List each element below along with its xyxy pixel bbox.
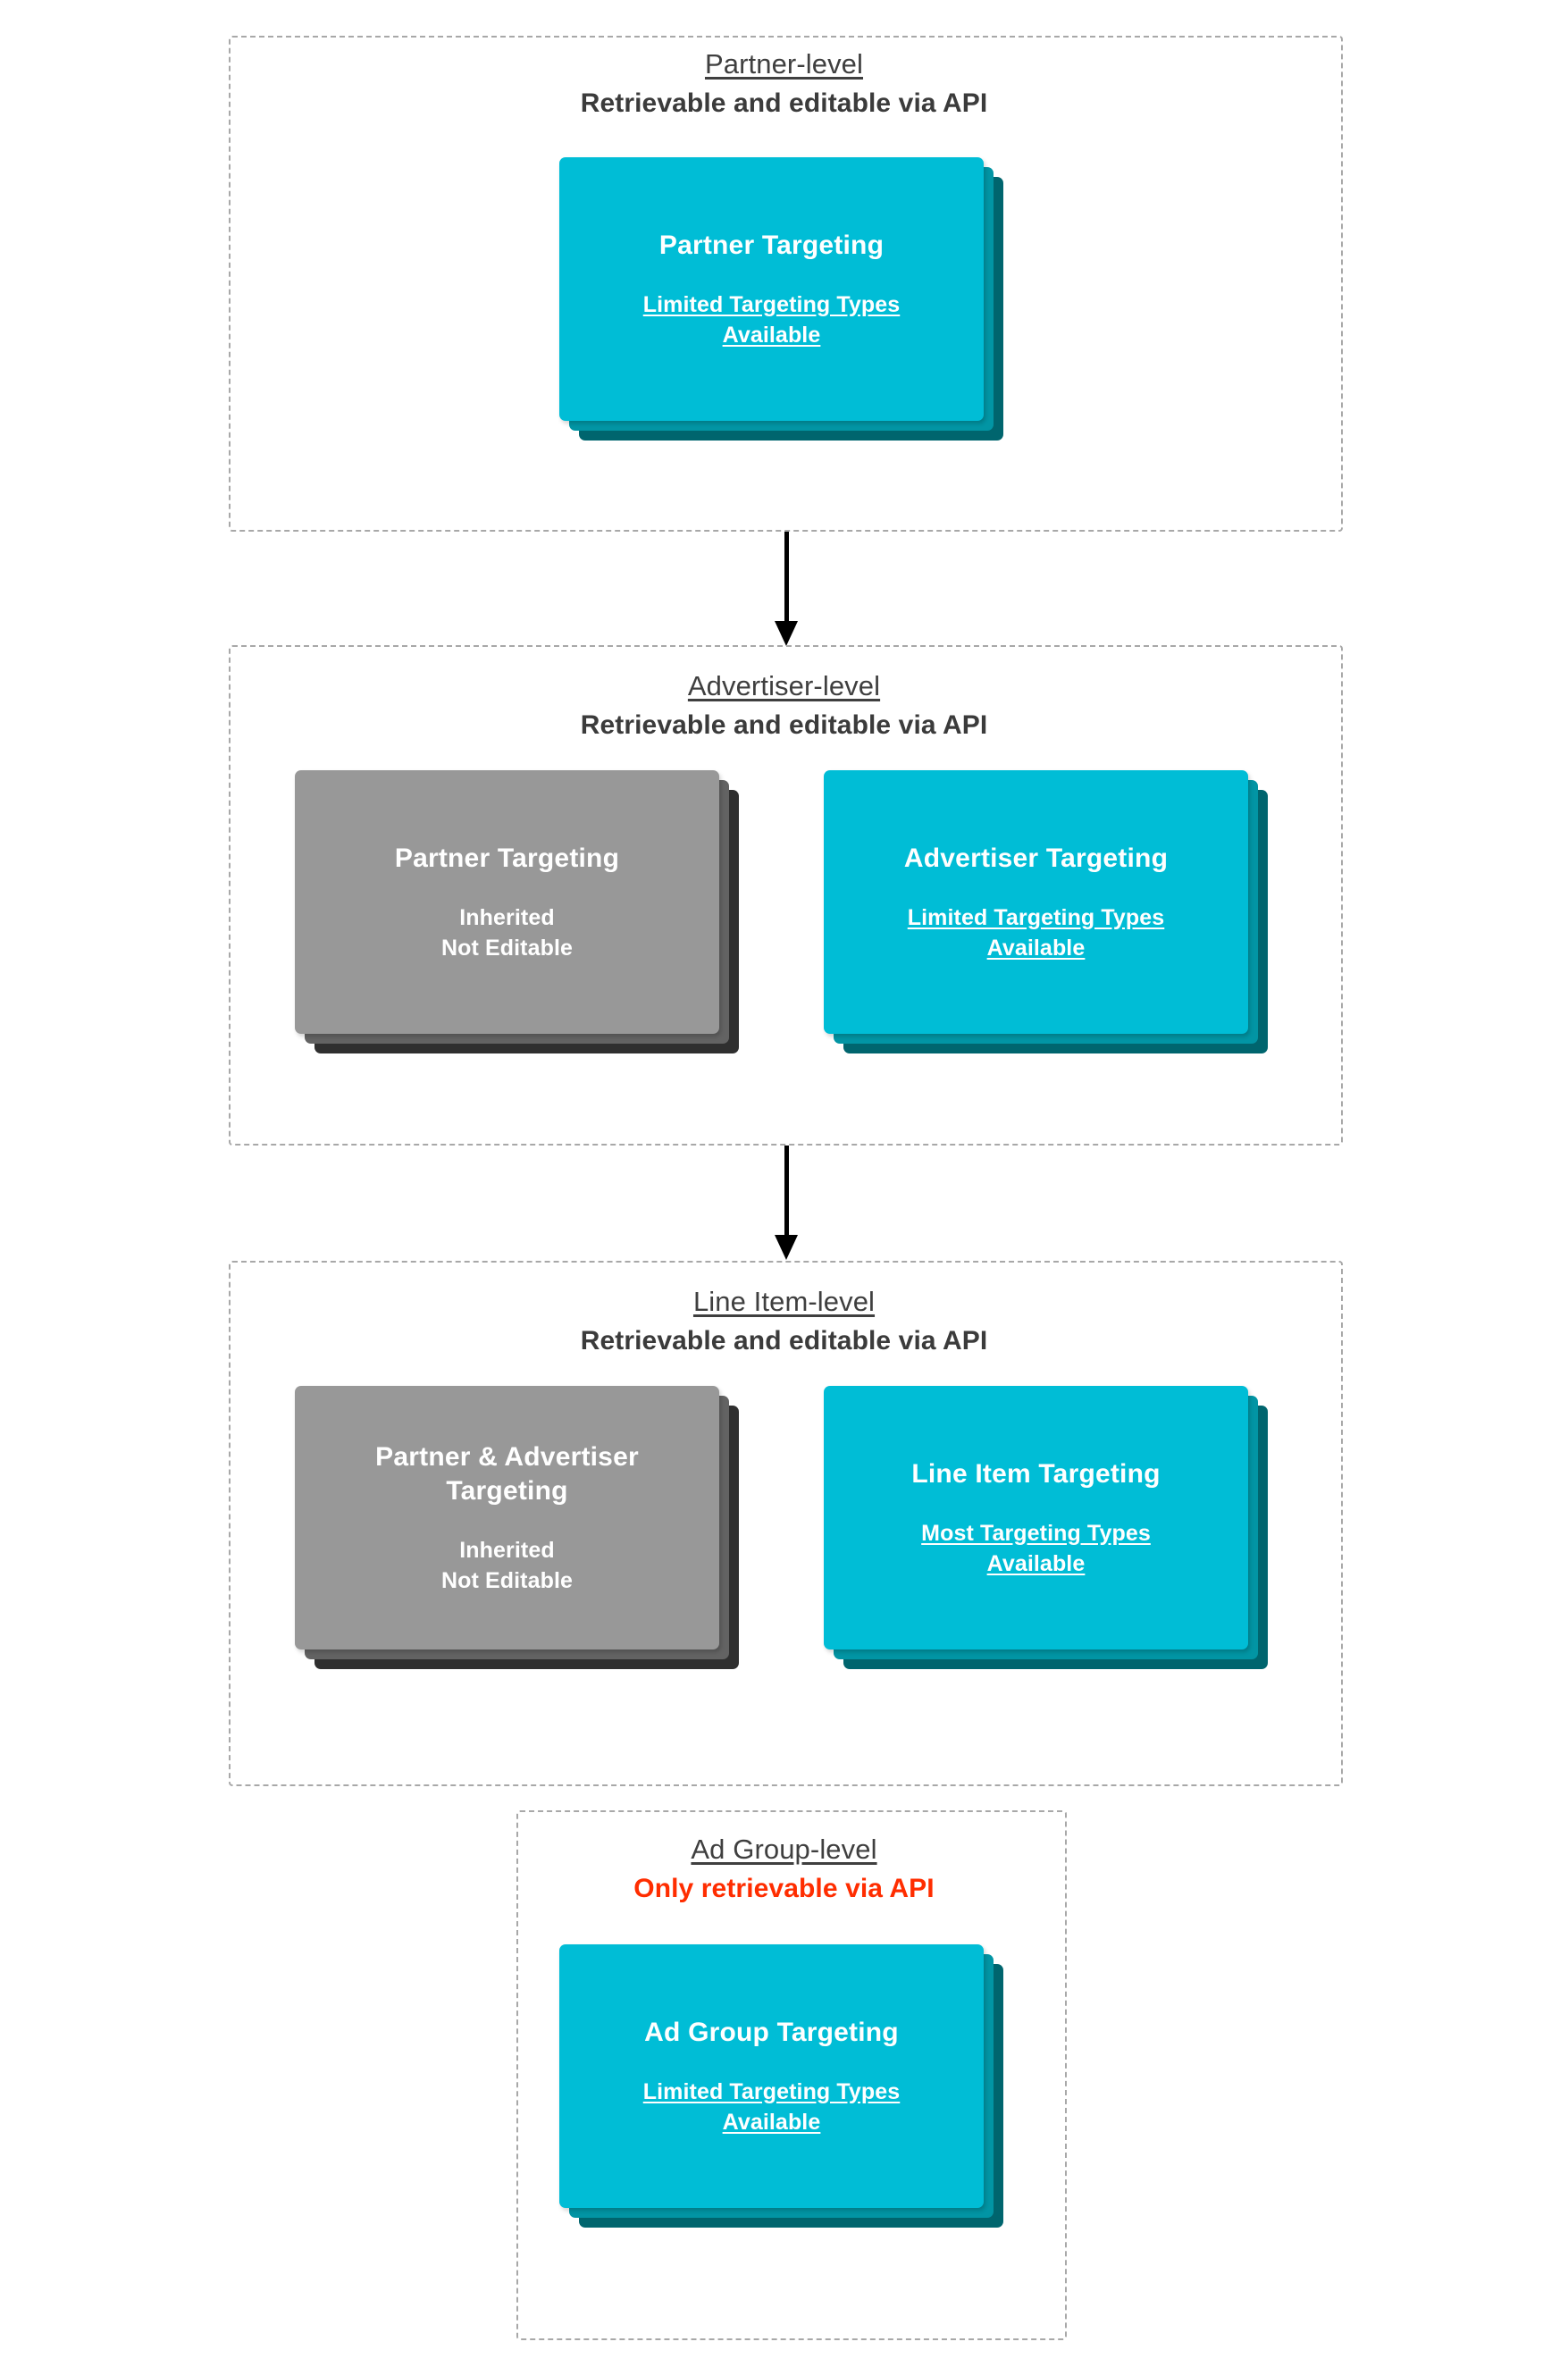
arrow-head-icon	[775, 621, 798, 646]
level-container-partner	[229, 36, 1343, 532]
card-note-line1: Most Targeting Types	[921, 1520, 1151, 1546]
card-note: Limited Targeting Types Available	[643, 290, 901, 350]
card-note: Most Targeting Types Available	[921, 1518, 1151, 1579]
card-layer-front[interactable]: Line Item Targeting Most Targeting Types…	[824, 1386, 1248, 1649]
card-layer-front[interactable]: Partner Targeting Limited Targeting Type…	[559, 157, 984, 421]
card-note-line2: Not Editable	[440, 1567, 574, 1593]
card-title: Line Item Targeting	[911, 1458, 1161, 1489]
card-note: Limited Targeting Types Available	[643, 2077, 901, 2137]
card-note-line2: Not Editable	[440, 935, 574, 961]
connector-arrow-partner-to-advertiser	[768, 532, 804, 646]
card-stack-ad-group-targeting[interactable]: Ad Group Targeting Limited Targeting Typ…	[559, 1944, 1003, 2228]
card-title: Partner & Advertiser Targeting	[375, 1441, 639, 1506]
card-note-line1: Limited Targeting Types	[642, 291, 901, 317]
card-stack-advertiser-targeting[interactable]: Advertiser Targeting Limited Targeting T…	[824, 770, 1268, 1053]
card-note-line2: Available	[722, 2109, 821, 2135]
card-layer-front[interactable]: Ad Group Targeting Limited Targeting Typ…	[559, 1944, 984, 2208]
card-note-line1: Inherited	[459, 1537, 555, 1563]
card-stack-partner-targeting[interactable]: Partner Targeting Limited Targeting Type…	[559, 157, 1003, 441]
card-stack-line-item-targeting[interactable]: Line Item Targeting Most Targeting Types…	[824, 1386, 1268, 1669]
card-note-line1: Limited Targeting Types	[642, 2078, 901, 2104]
connector-arrow-advertiser-to-lineitem	[768, 1146, 804, 1262]
level-container-adgroup	[516, 1810, 1067, 2340]
card-title: Partner Targeting	[394, 843, 620, 873]
arrow-shaft	[784, 1146, 789, 1235]
card-stack-inherited-partner-advertiser-targeting[interactable]: Partner & Advertiser Targeting Inherited…	[295, 1386, 739, 1669]
card-note: Inherited Not Editable	[441, 1535, 573, 1596]
card-note-line2: Available	[722, 322, 821, 348]
card-layer-front[interactable]: Partner & Advertiser Targeting Inherited…	[295, 1386, 719, 1649]
level-container-advertiser	[229, 645, 1343, 1146]
arrow-head-icon	[775, 1235, 798, 1260]
card-title: Partner Targeting	[658, 230, 885, 260]
card-note-line1: Inherited	[459, 904, 555, 930]
card-note-line1: Limited Targeting Types	[907, 904, 1165, 930]
arrow-shaft	[784, 532, 789, 621]
card-note-line2: Available	[986, 935, 1086, 961]
card-title: Ad Group Targeting	[644, 2017, 899, 2047]
card-note: Inherited Not Editable	[441, 902, 573, 963]
card-note: Limited Targeting Types Available	[908, 902, 1165, 963]
card-note-line2: Available	[986, 1550, 1086, 1576]
card-stack-inherited-partner-targeting[interactable]: Partner Targeting Inherited Not Editable	[295, 770, 739, 1053]
level-container-lineitem	[229, 1261, 1343, 1786]
card-layer-front[interactable]: Partner Targeting Inherited Not Editable	[295, 770, 719, 1034]
card-title: Advertiser Targeting	[903, 843, 1169, 873]
card-layer-front[interactable]: Advertiser Targeting Limited Targeting T…	[824, 770, 1248, 1034]
